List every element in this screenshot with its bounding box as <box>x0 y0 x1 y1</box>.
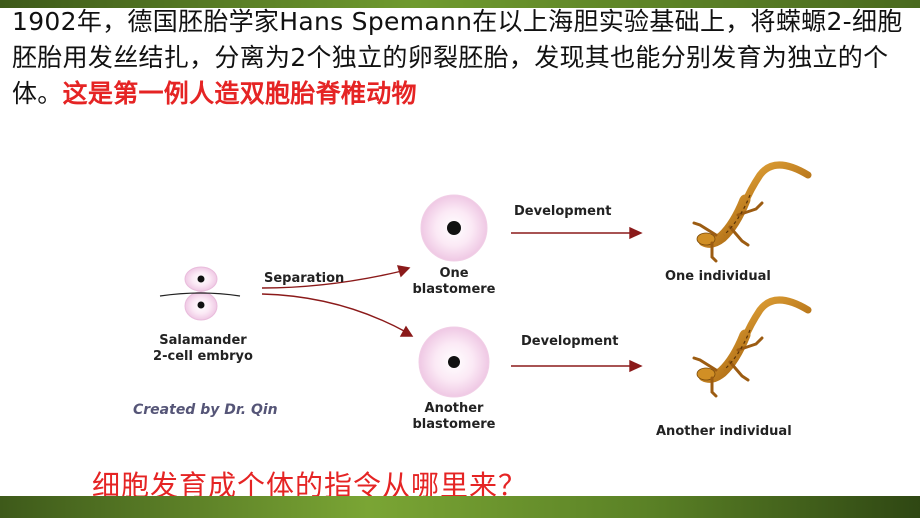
salamander-top-image <box>692 161 812 263</box>
blastomere-bottom <box>418 326 490 398</box>
blastomere-top-line2: blastomere <box>412 282 496 297</box>
blastomere-bottom-line2: blastomere <box>412 417 496 432</box>
salamander-bottom-image <box>692 296 812 398</box>
blastomere-top-label: One blastomere <box>404 266 504 298</box>
hair-ligature <box>159 292 241 297</box>
individual-top-label: One individual <box>665 269 771 284</box>
top-decor-bar <box>0 0 920 8</box>
embryo-label-line1: Salamander <box>159 333 247 348</box>
heading-highlight: 这是第一例人造双胞胎脊椎动物 <box>62 79 417 108</box>
individual-bottom-label: Another individual <box>656 424 792 439</box>
development-top-label: Development <box>514 204 612 219</box>
blastomere-top-line1: One <box>439 266 469 281</box>
blastomere-top <box>420 194 488 262</box>
embryo-label-line2: 2-cell embryo <box>153 349 253 364</box>
slide-heading: 1902年，德国胚胎学家Hans Spemann在以上海胆实验基础上，将蝾螈2-… <box>12 4 912 112</box>
two-cell-embryo <box>159 266 241 321</box>
separation-label: Separation <box>264 271 345 286</box>
development-arrows <box>511 226 643 373</box>
separation-arrows <box>261 265 414 337</box>
bottom-decor-bar <box>0 496 920 518</box>
credit-text: Created by Dr. Qin <box>133 402 278 418</box>
blastomere-bottom-line1: Another <box>424 401 484 416</box>
development-bottom-label: Development <box>521 334 619 349</box>
heading-text: 1902年，德国胚胎学家Hans Spemann在以上海胆实验基础上，将蝾螈2-… <box>12 7 903 108</box>
embryo-label: Salamander 2-cell embryo <box>148 333 258 365</box>
blastomere-bottom-label: Another blastomere <box>404 401 504 433</box>
